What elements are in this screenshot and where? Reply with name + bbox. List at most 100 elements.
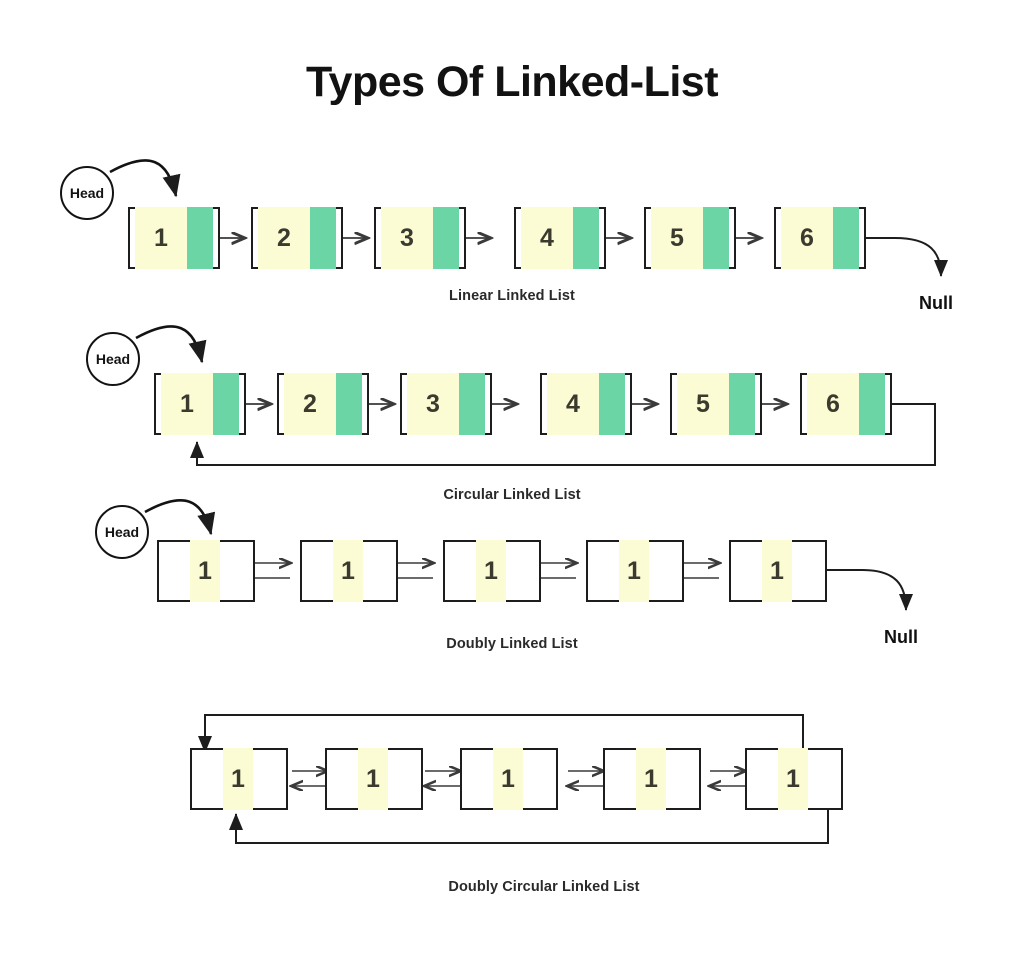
node-prev-cell [197,748,223,810]
node-value: 6 [826,389,840,418]
node-value: 4 [566,389,580,418]
node-pointer-cell [573,207,599,269]
caption-doubly-linked-list: Doubly Linked List [446,636,578,652]
null-label-doubly: Null [884,627,918,647]
node-next-cell [666,748,692,810]
node-data-cell: 1 [161,373,213,435]
node-pointer-cell [459,373,485,435]
head-pointer-linear: Head [60,166,114,220]
node-data-cell: 1 [493,748,523,810]
node-pointer-cell [336,373,362,435]
circular-node-1[interactable]: 1 [154,373,246,435]
node-data-cell: 6 [781,207,833,269]
doubly-circular-node-2[interactable]: 1 [325,748,423,810]
node-data-cell: 4 [547,373,599,435]
node-value: 1 [154,223,168,252]
circular-node-3[interactable]: 3 [400,373,492,435]
caption-linear-linked-list: Linear Linked List [449,288,575,304]
caption-circular-linked-list: Circular Linked List [443,487,581,503]
node-prev-cell [450,540,476,602]
node-value: 1 [644,764,658,793]
caption-doubly-circular-linked-list: Doubly Circular Linked List [448,879,640,895]
node-data-cell: 1 [190,540,220,602]
node-data-cell: 3 [381,207,433,269]
node-prev-cell [467,748,493,810]
node-prev-cell [307,540,333,602]
doubly-node-2[interactable]: 1 [300,540,398,602]
node-pointer-cell [833,207,859,269]
node-value: 1 [786,764,800,793]
node-data-cell: 1 [333,540,363,602]
node-prev-cell [332,748,358,810]
doubly-node-1[interactable]: 1 [157,540,255,602]
circular-node-4[interactable]: 4 [540,373,632,435]
node-prev-cell [164,540,190,602]
linear-node-3[interactable]: 3 [374,207,466,269]
node-data-cell: 5 [677,373,729,435]
node-value: 1 [198,556,212,585]
node-data-cell: 1 [636,748,666,810]
node-data-cell: 1 [762,540,792,602]
circular-node-6[interactable]: 6 [800,373,892,435]
circular-node-5[interactable]: 5 [670,373,762,435]
doubly-circular-node-1[interactable]: 1 [190,748,288,810]
linear-node-2[interactable]: 2 [251,207,343,269]
page-title: Types Of Linked-List [305,58,719,106]
doubly-circular-node-5[interactable]: 1 [745,748,843,810]
node-next-cell [649,540,675,602]
doubly-node-5[interactable]: 1 [729,540,827,602]
doubly-node-4[interactable]: 1 [586,540,684,602]
node-pointer-cell [310,207,336,269]
node-data-cell: 6 [807,373,859,435]
node-next-cell [792,540,818,602]
linear-node-1[interactable]: 1 [128,207,220,269]
node-value: 5 [670,223,684,252]
node-value: 1 [180,389,194,418]
node-pointer-cell [859,373,885,435]
head-pointer-doubly: Head [95,505,149,559]
node-value: 2 [277,223,291,252]
node-value: 2 [303,389,317,418]
node-value: 1 [231,764,245,793]
node-prev-cell [736,540,762,602]
null-label-linear: Null [919,293,953,313]
node-pointer-cell [433,207,459,269]
node-pointer-cell [599,373,625,435]
node-data-cell: 1 [135,207,187,269]
linear-node-4[interactable]: 4 [514,207,606,269]
node-value: 1 [341,556,355,585]
node-data-cell: 4 [521,207,573,269]
node-next-cell [506,540,532,602]
node-value: 3 [426,389,440,418]
node-pointer-cell [703,207,729,269]
node-data-cell: 3 [407,373,459,435]
node-data-cell: 1 [358,748,388,810]
node-next-cell [523,748,549,810]
node-prev-cell [610,748,636,810]
node-next-cell [253,748,279,810]
node-value: 3 [400,223,414,252]
node-data-cell: 2 [284,373,336,435]
node-pointer-cell [729,373,755,435]
node-value: 1 [627,556,641,585]
circular-node-2[interactable]: 2 [277,373,369,435]
node-pointer-cell [187,207,213,269]
linear-node-6[interactable]: 6 [774,207,866,269]
node-next-cell [363,540,389,602]
node-data-cell: 1 [476,540,506,602]
doubly-node-3[interactable]: 1 [443,540,541,602]
node-value: 1 [501,764,515,793]
node-pointer-cell [213,373,239,435]
doubly-circular-node-3[interactable]: 1 [460,748,558,810]
node-data-cell: 1 [619,540,649,602]
doubly-circular-node-4[interactable]: 1 [603,748,701,810]
linear-node-5[interactable]: 5 [644,207,736,269]
node-data-cell: 5 [651,207,703,269]
node-data-cell: 1 [223,748,253,810]
node-next-cell [808,748,834,810]
node-next-cell [388,748,414,810]
node-value: 4 [540,223,554,252]
node-value: 1 [770,556,784,585]
